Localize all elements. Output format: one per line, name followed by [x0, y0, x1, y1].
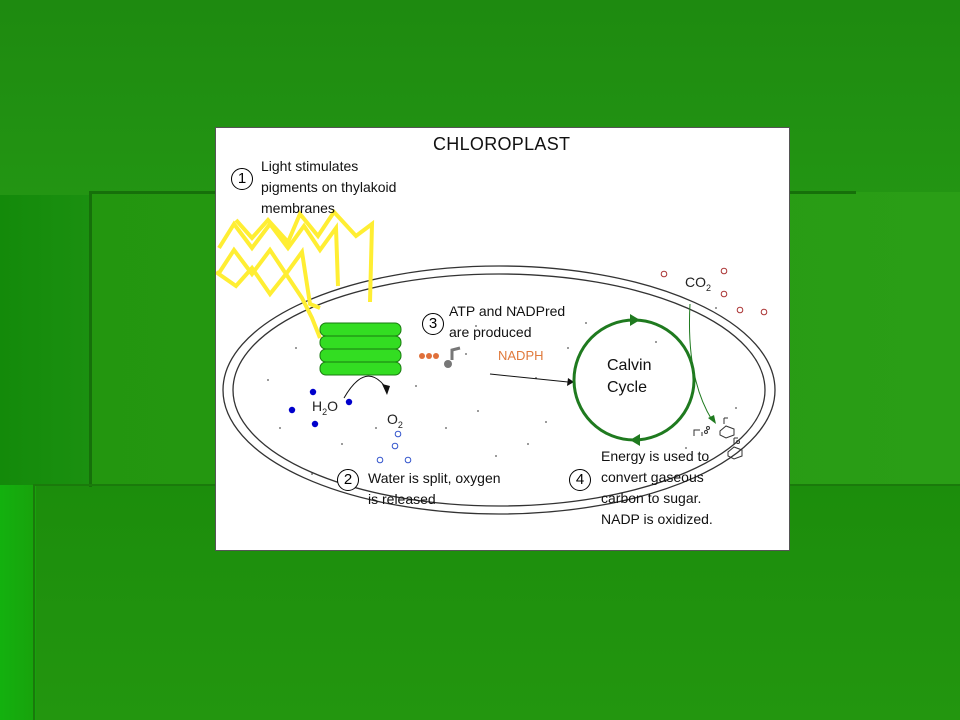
calvin-line: Cycle [607, 379, 648, 396]
step-3-caption: ATP and NADPred are produced [449, 301, 565, 343]
step-1-badge: 1 [231, 168, 253, 190]
caption-line: is released [368, 491, 436, 507]
light-ray [234, 208, 375, 303]
caption-line: pigments on thylakoid [261, 179, 397, 195]
calvin-line: Calvin [607, 357, 652, 374]
co2-molecules [660, 267, 768, 316]
nadp-molecule [444, 346, 461, 368]
co2-arrow [689, 303, 713, 421]
caption-line: Energy is used to [601, 448, 710, 464]
calvin-ring-arrowhead [630, 314, 640, 326]
chloroplast-diagram: CHLOROPLAST 1 Light stimulates pigments … [215, 127, 790, 551]
caption-line: Water is split, oxygen [368, 470, 501, 486]
background-edge [89, 191, 92, 487]
light-ray [217, 246, 321, 310]
step-3-badge: 3 [422, 313, 444, 335]
step-2-badge: 2 [337, 469, 359, 491]
step-4-badge: 4 [569, 469, 591, 491]
nadph-arrow [489, 373, 569, 383]
caption-line: Light stimulates [261, 158, 359, 174]
step-4-caption: Energy is used to convert gaseous carbon… [601, 446, 713, 530]
light-rays [216, 208, 375, 339]
calvin-ring-arrowhead [630, 434, 640, 446]
diagram-title: CHLOROPLAST [433, 134, 571, 154]
caption-line: carbon to sugar. [601, 490, 702, 506]
chloroplast-outer-membrane [222, 265, 776, 515]
calvin-cycle-label: Calvin Cycle [607, 355, 651, 399]
stroma-speckles [267, 307, 737, 475]
water-molecules [288, 388, 353, 428]
chloroplast-inner-membrane [232, 273, 766, 507]
caption-line: are produced [449, 324, 532, 340]
co2-label: CO2 [685, 274, 712, 293]
background-lower-left [0, 485, 36, 720]
o2-label: O2 [387, 411, 403, 430]
oxygen-bubbles [376, 430, 412, 464]
water-split-arrow [343, 375, 387, 399]
thylakoid-stack [319, 322, 402, 376]
sugar-molecules [693, 417, 743, 460]
light-ray [217, 220, 340, 287]
arrowhead [382, 384, 390, 395]
arrowhead [567, 378, 574, 386]
caption-line: membranes [261, 200, 335, 216]
nadph-label: NADPH [498, 348, 544, 363]
background-edge [33, 484, 35, 720]
caption-line: convert gaseous [601, 469, 704, 485]
h2o-label: H2O [312, 398, 339, 417]
caption-line: ATP and NADPred [449, 303, 566, 319]
atp-molecules [419, 353, 439, 359]
light-ray [216, 264, 322, 339]
caption-line: NADP is oxidized. [601, 511, 713, 527]
arrowhead [708, 415, 716, 424]
step-2-caption: Water is split, oxygen is released [368, 468, 501, 510]
step-1-caption: Light stimulates pigments on thylakoid m… [261, 156, 396, 219]
diagram-graphics [216, 208, 776, 515]
